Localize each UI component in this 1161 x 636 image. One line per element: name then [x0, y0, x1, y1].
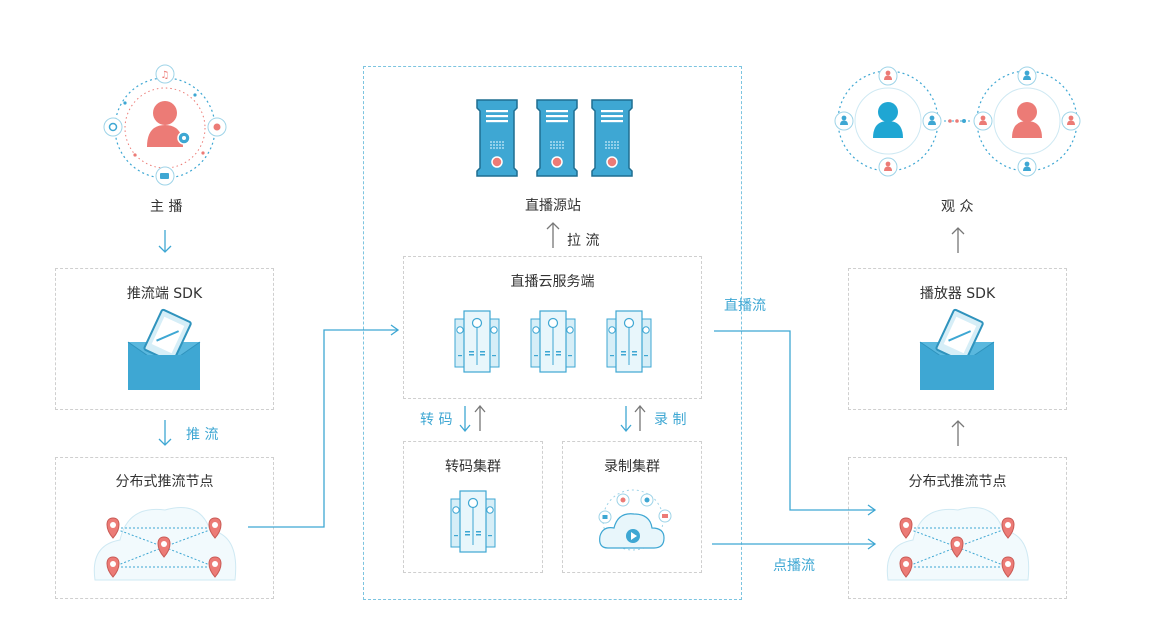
transcode-arrows [459, 404, 486, 433]
transcode-server-icon [450, 490, 496, 553]
push-down-arrow [158, 420, 172, 446]
record-title: 录制集群 [604, 459, 660, 475]
audience-up-arrow [951, 227, 965, 253]
player-sdk-illustration [919, 308, 995, 390]
user-icon [878, 66, 898, 86]
map-pin-icon [106, 517, 120, 539]
pull-up-arrow [546, 222, 560, 248]
user-icon [834, 111, 854, 131]
user-icon [973, 111, 993, 131]
record-box: 录制集群 [562, 441, 702, 573]
transcode-arrow-label: 转 码 [420, 412, 453, 428]
live-stream-label: 直播流 [724, 298, 766, 314]
edge-right-network [886, 507, 1030, 581]
cloud-container [363, 66, 742, 600]
anchor-label: 主 播 [150, 199, 183, 215]
push-label: 推 流 [186, 427, 219, 443]
map-pin-icon [899, 517, 913, 539]
push-sdk-title: 推流端 SDK [126, 286, 203, 302]
edge-right-title: 分布式推流节点 [908, 474, 1007, 490]
server-icon [591, 99, 633, 177]
user-icon [1017, 157, 1037, 177]
cloud-server-racks [454, 310, 652, 373]
record-arrow-label: 录 制 [654, 412, 687, 428]
record-dot-icon [616, 493, 630, 507]
origin-servers [476, 99, 633, 177]
live-stream-connector [714, 330, 877, 516]
transcode-title: 转码集群 [445, 459, 501, 475]
user-icon [1017, 66, 1037, 86]
music-icon: ♫ [155, 64, 175, 84]
vod-stream-label: 点播流 [773, 558, 815, 574]
cloud-small-icon [640, 493, 654, 507]
origin-label: 直播源站 [525, 198, 581, 214]
chat-icon [103, 117, 123, 137]
push-sdk-illustration [127, 308, 201, 390]
home-icon [598, 510, 612, 524]
server-icon [536, 99, 578, 177]
audience-group-blue [834, 66, 942, 177]
svg-text:♫: ♫ [161, 70, 170, 81]
gift-icon [207, 117, 227, 137]
user-icon [922, 111, 942, 131]
user-icon [878, 157, 898, 177]
record-cloud-illustration [598, 489, 672, 551]
server-rack-icon [606, 310, 652, 373]
anchor-down-arrow [158, 230, 172, 253]
ingest-connector [248, 324, 400, 528]
record-arrows [620, 404, 646, 433]
server-rack-icon [530, 310, 576, 373]
mail-icon [658, 509, 672, 523]
cloud-server-title: 直播云服务端 [510, 274, 595, 290]
audience-illustration [834, 66, 1081, 177]
edge-up-arrow [951, 420, 965, 446]
pull-label: 拉 流 [567, 233, 600, 249]
edge-left-network [93, 507, 237, 581]
edge-left-title: 分布式推流节点 [115, 474, 214, 490]
vod-stream-connector [712, 538, 877, 550]
server-icon [476, 99, 518, 177]
server-rack-icon [454, 310, 500, 373]
player-sdk-title: 播放器 SDK [919, 286, 996, 302]
anchor-illustration: ♫ [103, 64, 227, 186]
audience-label: 观 众 [941, 199, 974, 215]
audience-group-coral [973, 66, 1081, 177]
user-icon [1061, 111, 1081, 131]
video-icon [155, 166, 175, 186]
